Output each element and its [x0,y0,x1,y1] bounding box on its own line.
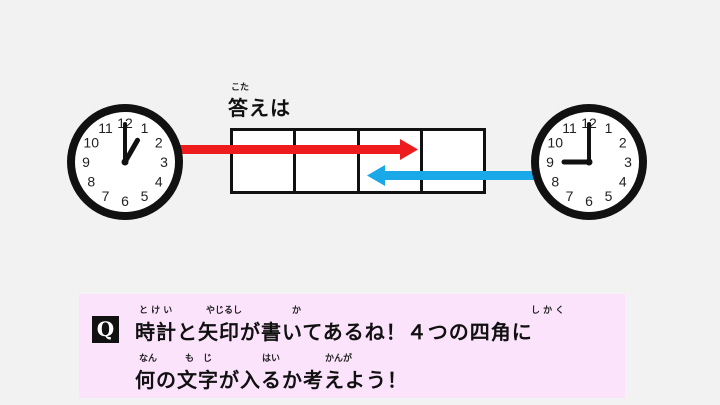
clock-number: 6 [585,193,593,209]
clock-number: 4 [619,174,627,190]
furigana-shikaku: し か く [531,306,565,316]
clock-number: 10 [83,135,99,151]
hour-hand [122,137,140,165]
furigana-tokei: と け い [139,306,173,316]
clock-number: 2 [155,135,163,151]
answer-furigana: こた [231,83,250,93]
clock-number: 3 [624,154,632,170]
answer-box-4[interactable] [422,131,483,191]
clock-number: 8 [87,174,95,190]
furigana-ka: か [292,306,302,316]
furigana-nan: なん [139,354,158,364]
clock-number: 9 [82,154,90,170]
clock-number: 7 [566,188,574,204]
answer-label: 答えは [228,96,291,120]
clock-number: 6 [121,193,129,209]
clock-number: 7 [102,188,110,204]
answer-box-1[interactable] [233,131,297,191]
furigana-kanga: かんが [325,354,353,364]
right-clock-icon: 121234567891011 [531,104,647,220]
question-line-1: 時計と矢印が書いてあるね！４つの四角に [135,320,533,344]
left-clock-icon: 121234567891011 [67,104,183,220]
answer-box-3[interactable] [359,131,423,191]
clock-number: 8 [551,174,559,190]
clock-number: 2 [619,135,627,151]
clock-number: 11 [98,120,113,136]
clock-number: 5 [605,188,613,204]
clock-number: 3 [160,154,168,170]
furigana-moji: も じ [185,354,213,364]
clock-number: 10 [547,135,563,151]
blue-arrow-icon [367,165,542,186]
clock-number: 4 [155,174,163,190]
red-arrow-icon [175,139,418,160]
furigana-hai: はい [262,354,281,364]
clock-number: 1 [141,120,149,136]
answer-box-2[interactable] [296,131,360,191]
clock-number: 1 [605,120,613,136]
question-line-2: 何の文字が入るか考えよう！ [135,368,408,392]
answer-boxes [230,128,486,194]
question-panel: Q と け い やじるし か し か く 時計と矢印が書いてあるね！４つの四角に… [79,294,625,398]
clock-number: 11 [562,120,577,136]
question-badge: Q [92,316,119,343]
clock-number: 9 [546,154,554,170]
furigana-yajirushi: やじるし [206,306,243,316]
clock-number: 5 [141,188,149,204]
